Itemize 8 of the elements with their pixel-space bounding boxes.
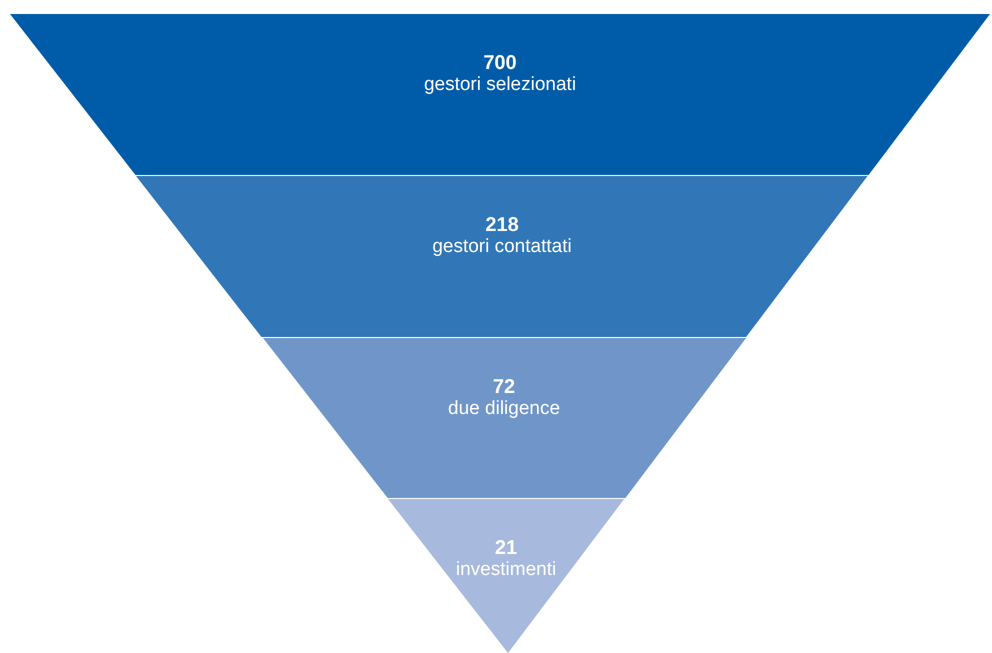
stage-label: due diligence — [447, 398, 562, 420]
count-value: 700 — [482, 52, 518, 74]
stage-label: gestori selezionati — [422, 74, 578, 96]
stage-label: investimenti — [454, 559, 558, 581]
count-value: 21 — [494, 537, 518, 559]
count-value: 218 — [484, 214, 520, 236]
stage-label: gestori contattati — [431, 236, 573, 258]
count-value: 72 — [492, 376, 516, 398]
